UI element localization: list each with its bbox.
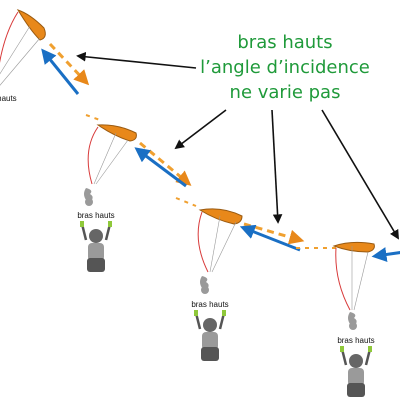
lines-red-3 — [197, 211, 209, 273]
lines-gray-3 — [211, 221, 237, 273]
pilot-icon-2a — [84, 188, 93, 206]
pointer-arrow-4 — [321, 109, 399, 240]
pilot-icon-4a — [348, 312, 357, 330]
glide-path-dash-3 — [175, 197, 197, 207]
pointer-arrow-1 — [76, 52, 197, 69]
glider-stage-3: bras hauts — [175, 197, 305, 361]
wing-2 — [96, 124, 137, 142]
pointer-arrow-2 — [174, 109, 227, 150]
caption-line-2: l’angle d’incidence — [200, 57, 370, 78]
wing-3 — [198, 208, 243, 225]
glider-stage-2: bras hauts — [77, 114, 192, 272]
wing-4 — [332, 241, 375, 253]
lines-gray-2 — [95, 139, 129, 185]
pilot-label-3: bras hauts — [191, 300, 228, 309]
pilot-icon-3a — [200, 276, 209, 294]
pointer-arrow-3 — [271, 109, 283, 224]
glider-stage-1: bras hauts — [0, 9, 90, 103]
glide-path-arrow-2 — [139, 141, 192, 186]
lines-red-4 — [335, 247, 351, 311]
relative-wind-arrow-4 — [371, 247, 400, 262]
pilot-label-4: bras hauts — [337, 336, 374, 345]
glide-path-arrow-3 — [243, 222, 305, 245]
pilot-label-2: bras hauts — [77, 211, 114, 220]
lines-gray-3b — [209, 215, 221, 273]
relative-wind-arrow-1 — [41, 48, 80, 95]
glider-stage-4: bras hauts — [296, 241, 400, 397]
pilot-icon-3 — [194, 310, 226, 361]
caption-line-1: bras hauts — [237, 32, 333, 53]
wing-1 — [16, 9, 46, 41]
pilot-icon-4 — [340, 346, 372, 397]
lines-gray-1b — [0, 25, 31, 75]
lines-gray-4 — [353, 251, 369, 311]
lines-red-2 — [87, 126, 99, 185]
caption: bras hauts l’angle d’incidence ne varie … — [196, 30, 374, 105]
pointer-arrows — [76, 52, 399, 240]
relative-wind-arrow-2 — [134, 147, 187, 188]
lines-gray-1 — [0, 37, 41, 86]
relative-wind-arrow-3 — [239, 224, 301, 252]
caption-line-3: ne varie pas — [229, 82, 341, 103]
pilot-label-1: bras hauts — [0, 94, 17, 103]
glide-path-arrow-1 — [48, 42, 90, 86]
lines-red-1 — [0, 11, 19, 63]
lines-gray-2b — [93, 132, 117, 185]
pilot-icon-2 — [80, 221, 112, 272]
glide-path-dash-2 — [85, 114, 101, 121]
